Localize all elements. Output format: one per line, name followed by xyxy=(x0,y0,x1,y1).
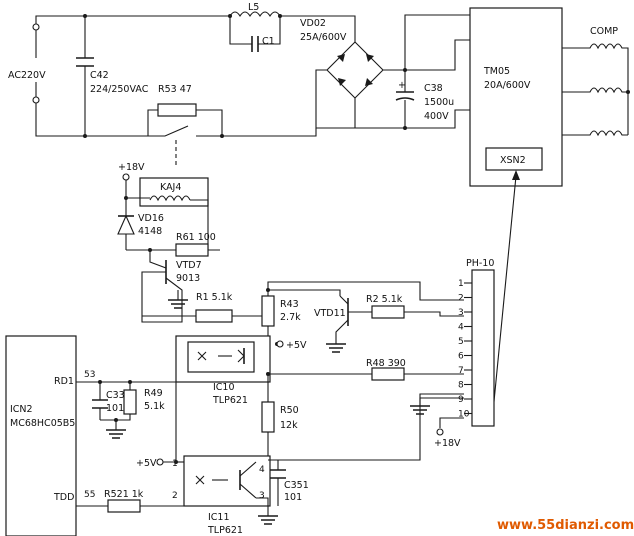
tm05-value: 20A/600V xyxy=(484,80,531,91)
c1-label: C1 xyxy=(262,36,275,47)
vtd7-value: 9013 xyxy=(176,273,200,284)
plus5-a-label: +5V xyxy=(286,340,307,351)
ac-label: AC220V xyxy=(8,70,46,81)
ic11-value: TLP621 xyxy=(207,525,243,536)
vtd7-ref: VTD7 xyxy=(176,260,202,271)
vtd11-label: VTD11 xyxy=(314,308,346,319)
ph10-label: PH-10 xyxy=(466,258,494,269)
vtd11-section: R43 2.7k VTD11 R2 5.1k xyxy=(261,281,464,353)
vd02-ref: VD02 xyxy=(300,18,326,29)
xsn2-arrow xyxy=(512,170,520,180)
comp-label: COMP xyxy=(590,26,618,37)
connector-power-pins: +18V xyxy=(410,393,464,449)
connector-pin-5: 5 xyxy=(458,337,464,347)
c38-voltage: 400V xyxy=(424,111,449,122)
capacitor-c42: C42 224/250VAC xyxy=(76,16,149,136)
mcu-icn2: ICN2 MC68HC05B5 RD1 TDD 53 55 xyxy=(5,335,176,536)
optocoupler-ic10: +5V IC10 TLP621 xyxy=(175,335,307,406)
vd02-value: 25A/600V xyxy=(300,32,347,43)
plus18-top-label: +18V xyxy=(118,162,145,173)
connector-pin-4: 4 xyxy=(458,323,464,333)
connector-pin-2: 2 xyxy=(458,294,464,304)
connector-pin-7: 7 xyxy=(458,366,464,376)
connector-pin-1: 1 xyxy=(458,279,464,289)
r521-label: R521 1k xyxy=(104,489,144,500)
c351-value: 101 xyxy=(284,492,302,503)
vd16-value: 4148 xyxy=(138,226,162,237)
c42-ref: C42 xyxy=(90,70,109,81)
bridge-rectifier-vd02: VD02 25A/600V xyxy=(300,18,407,129)
compressor-comp: COMP xyxy=(562,26,630,137)
r49-value: 5.1k xyxy=(144,401,165,412)
r43-value: 2.7k xyxy=(280,312,301,323)
l5-label: L5 xyxy=(248,2,259,13)
r48-label: R48 390 xyxy=(366,358,406,369)
ic11-ref: IC11 xyxy=(208,512,230,523)
capacitor-c351: C351 101 xyxy=(268,397,464,506)
rc-filter-c33-r49: C33 101 R49 5.1k xyxy=(92,382,165,439)
icn2-value: MC68HC05B5 xyxy=(10,418,75,429)
net53-label: 53 xyxy=(84,370,95,380)
power-module-tm05: TM05 20A/600V XSN2 xyxy=(469,7,563,187)
net55-label: 55 xyxy=(84,490,95,500)
xsn2-signal-line xyxy=(491,175,517,423)
vd16-ref: VD16 xyxy=(138,213,164,224)
connector-pin-10: 10 xyxy=(458,410,470,420)
inductor-l5: L5 C1 xyxy=(228,2,356,52)
relay-driver-section: +18V KAJ4 VD16 4148 R61 100 VTD7 9013 R1… xyxy=(117,162,268,323)
connector-pin-9: 9 xyxy=(458,395,464,405)
tm05-ref: TM05 xyxy=(483,66,510,77)
optocoupler-ic11: 1 4 2 3 IC11 TLP621 +5V xyxy=(136,382,278,536)
tdd-label: TDD xyxy=(53,492,74,503)
c38-plus: + xyxy=(398,80,406,91)
rd1-label: RD1 xyxy=(54,376,74,387)
c38-value: 1500u xyxy=(424,97,454,108)
ic11-pin2: 2 xyxy=(172,491,178,501)
watermark: www.55dianzi.com xyxy=(488,512,634,536)
ic11-pin3: 3 xyxy=(259,491,265,501)
resistor-r521: R521 1k xyxy=(76,489,184,513)
ic11-pin1: 1 xyxy=(172,459,178,469)
connector-pin-6: 6 xyxy=(458,352,464,362)
ic10-value: TLP621 xyxy=(212,395,248,406)
ac-input-section: AC220V xyxy=(8,14,230,138)
resistor-r50: R50 12k xyxy=(261,374,299,462)
relay-contact-r53: R53 47 xyxy=(147,84,317,168)
connector-pin-3: 3 xyxy=(458,308,464,318)
c351-ref: C351 xyxy=(284,480,309,491)
c38-ref: C38 xyxy=(424,83,443,94)
xsn2-label: XSN2 xyxy=(500,155,526,166)
watermark-text: www.55dianzi.com xyxy=(497,518,634,533)
c42-value: 224/250VAC xyxy=(90,84,149,95)
plus5-b-label: +5V xyxy=(136,458,157,469)
r1-label: R1 5.1k xyxy=(196,292,233,303)
r49-ref: R49 xyxy=(144,388,163,399)
r50-value: 12k xyxy=(280,420,298,431)
kaj4-label: KAJ4 xyxy=(160,182,181,193)
resistor-r48: R48 390 xyxy=(266,358,464,381)
r61-label: R61 100 xyxy=(176,232,216,243)
ic10-ref: IC10 xyxy=(213,382,235,393)
r53-label: R53 47 xyxy=(158,84,192,95)
r50-ref: R50 xyxy=(280,405,299,416)
r43-ref: R43 xyxy=(280,299,299,310)
capacitor-c38: + C38 1500u 400V xyxy=(355,14,470,130)
c33-value: 101 xyxy=(106,403,124,414)
connector-pin-8: 8 xyxy=(458,381,464,391)
c33-ref: C33 xyxy=(106,390,125,401)
connector-pin-list: 1 2 3 4 5 6 7 8 9 10 xyxy=(458,279,472,420)
connector-ph10: PH-10 1 2 3 4 5 6 7 8 9 10 xyxy=(458,258,495,427)
plus18-bot-label: +18V xyxy=(434,438,461,449)
r2-label: R2 5.1k xyxy=(366,294,403,305)
icn2-ref: ICN2 xyxy=(10,404,33,415)
ic11-pin4: 4 xyxy=(259,465,265,475)
